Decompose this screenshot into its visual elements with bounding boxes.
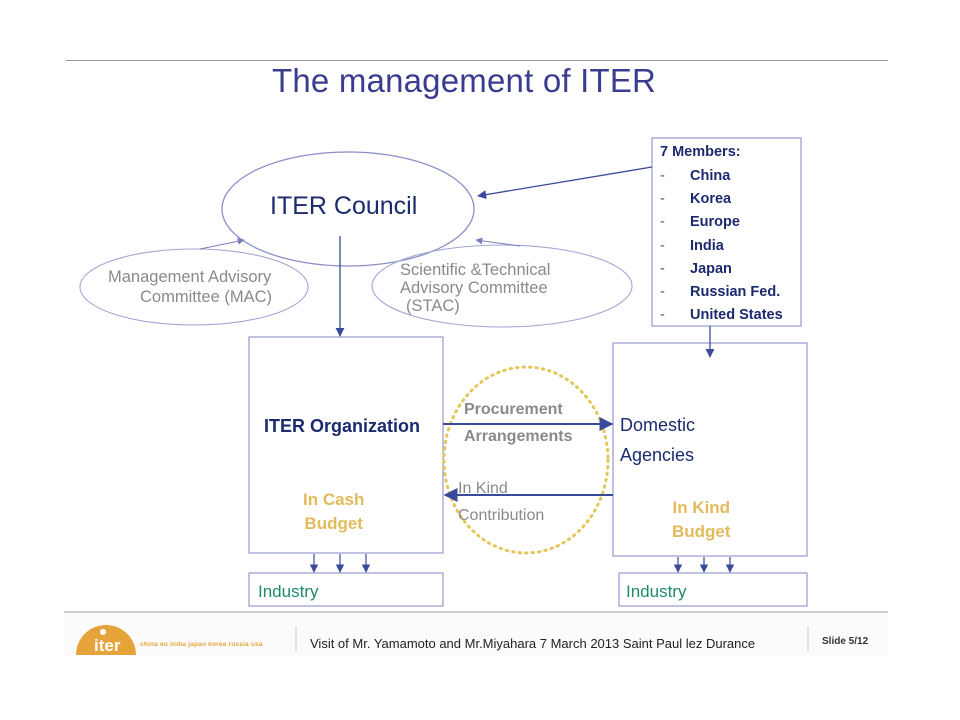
organization-label: ITER Organization [264,416,421,436]
mac-to-council-arrow [199,237,245,250]
stac-label-line1: Scientific &Technical [400,261,551,279]
member-name: Japan [690,260,732,277]
arrangements-ellipse [442,365,610,555]
members-box [651,137,802,327]
member-dash: - [660,168,665,184]
in-kind-line2: Contribution [458,507,545,524]
iter-logo-shape [76,625,136,655]
member-item: - United States [660,304,783,327]
in-kind-contribution-label: In Kind Contribution [458,475,544,529]
member-dash: - [660,237,665,254]
iter-logo-dot [100,629,106,635]
member-item: - Korea [660,188,783,211]
stac-to-council-arrow [475,237,521,247]
mac-label: Management Advisory Committee (MAC) [108,267,272,307]
member-name: Russian Fed. [690,283,781,300]
procurement-line1: Procurement [464,401,563,418]
member-item: - Japan [660,258,783,281]
stac-label-line3: (STAC) [406,297,460,315]
member-item: - India [660,235,783,258]
stac-ellipse [371,244,633,328]
domestic-agencies-line1: Domestic [620,415,696,435]
in-kind-line1: In Kind [458,480,508,497]
member-dash: - [660,260,665,277]
council-label: ITER Council [270,192,418,220]
page-title: The management of ITER [272,62,657,99]
top-rule [66,60,888,61]
industry-box-left [248,572,444,607]
member-dash: - [660,191,665,208]
members-list: 7 Members: -China -Korea -Europe -India … [660,144,783,327]
footer-caption: Visit of Mr. Yamamoto and Mr.Miyahara 7 … [310,636,756,651]
mac-label-line2: Committee (MAC) [140,288,273,306]
industry-box-right [618,572,808,607]
industry-label-left: Industry [258,582,319,601]
kind-budget-line1: In Kind [672,498,731,517]
slide-number: Slide 5/12 [822,636,869,647]
footer-band [64,613,888,655]
procurement-label: Procurement Arrangements [464,396,572,450]
members-heading: 7 Members: [660,144,741,160]
kind-budget-label: In Kind Budget [672,496,731,544]
kind-budget-line2: Budget [672,522,731,541]
member-item: - China [660,165,783,188]
member-name: China [690,168,731,184]
member-item: - Europe [660,211,783,234]
cash-budget-line2: Budget [304,514,363,533]
members-to-council-arrow [477,166,653,200]
iter-logo-tagline: china eu india japan korea russia usa [140,641,263,648]
council-ellipse [221,151,475,267]
stac-label-line2: Advisory Committee [400,279,548,297]
procurement-line2: Arrangements [464,428,573,445]
member-dash: - [660,283,665,300]
cash-budget-label: In Cash Budget [303,488,364,536]
domestic-agencies-line2: Agencies [620,445,695,465]
member-item: - Russian Fed. [660,281,783,304]
member-dash: - [660,214,665,231]
mac-ellipse [79,248,309,326]
cash-budget-line1: In Cash [303,490,365,509]
member-name: Korea [690,191,732,208]
domestic-agencies-label: Domestic Agencies [620,410,695,470]
industry-label-right: Industry [626,582,687,601]
member-name: United States [690,307,783,324]
member-name: Europe [690,214,740,231]
iter-logo-word: iter [94,636,121,655]
member-name: India [690,237,724,254]
mac-label-line1: Management Advisory [108,268,272,286]
stac-label: Scientific &Technical Advisory Committee… [400,261,550,315]
organization-box [248,336,444,554]
member-dash: - [660,307,665,324]
